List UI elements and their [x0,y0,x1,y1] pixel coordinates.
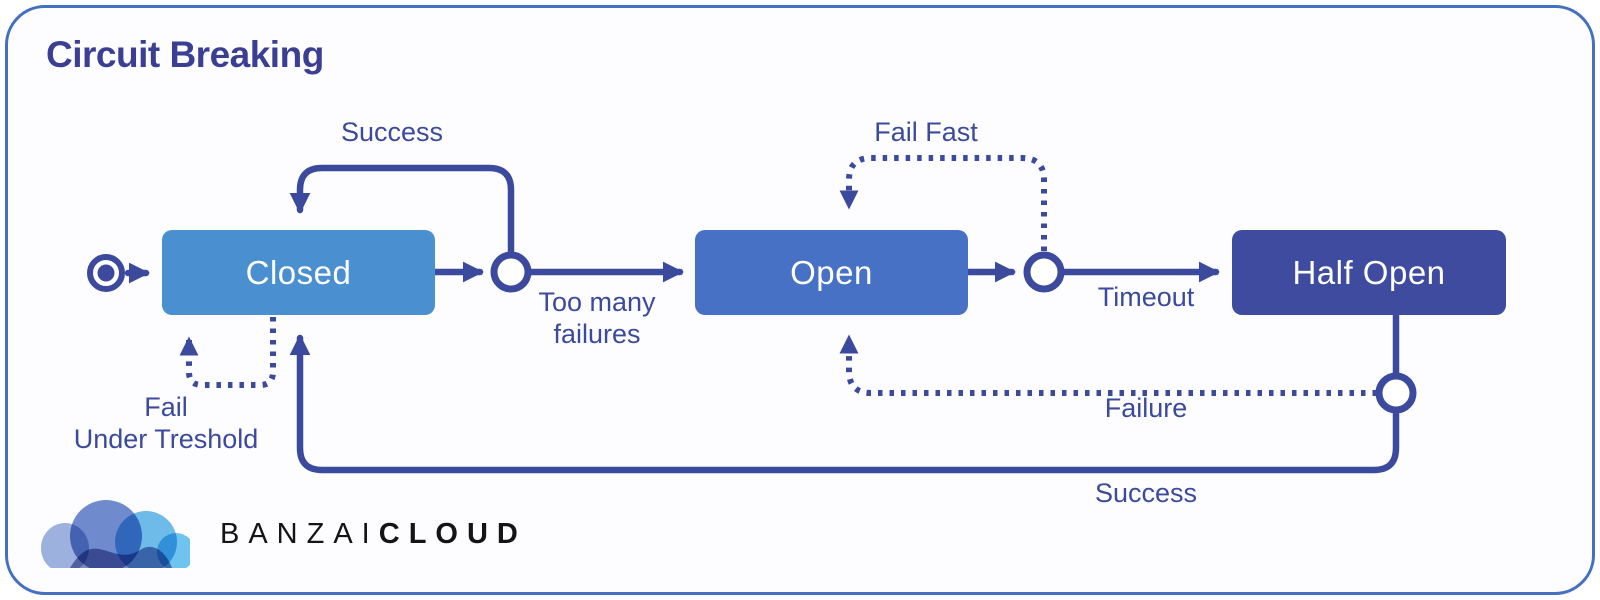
label-too-many-line2: failures [553,319,641,349]
edge-success-top-loop [289,164,515,257]
banzaicloud-logo: BANZAICLOUD [40,498,527,570]
label-failure: Failure [1104,393,1188,423]
label-fail-under-treshold: Fail Under Treshold [74,391,259,455]
decision-node-after-closed [490,251,532,293]
label-fail-under-line2: Under Treshold [73,424,259,454]
decision-node-after-halfopen [1375,372,1417,414]
state-open-label: Open [790,253,873,291]
label-fail-fast: Fail Fast [874,117,978,147]
label-timeout: Timeout [1097,282,1195,312]
edge-success-bottom [289,334,1400,474]
label-too-many-failures: Too many failures [538,286,655,350]
logo-word-banzai: BANZAI [220,517,379,550]
state-half-open: Half Open [1232,230,1506,315]
logo-wordmark: BANZAICLOUD [220,518,527,551]
page-title: Circuit Breaking [46,34,324,75]
label-success-bottom: Success [1094,478,1198,508]
cloud-logo-icon [40,500,190,570]
state-open: Open [695,230,968,315]
start-node [87,254,125,292]
label-too-many-line1: Too many [538,287,656,317]
label-fail-under-line1: Fail [144,392,188,422]
state-closed: Closed [162,230,435,315]
decision-node-after-open [1023,251,1065,293]
state-closed-label: Closed [245,253,352,291]
edge-failure [839,334,1377,396]
state-half-open-label: Half Open [1292,253,1446,291]
label-success-top: Success [340,117,444,147]
logo-word-cloud: CLOUD [378,517,527,550]
edge-fail-under-treshold-loop [179,317,276,388]
